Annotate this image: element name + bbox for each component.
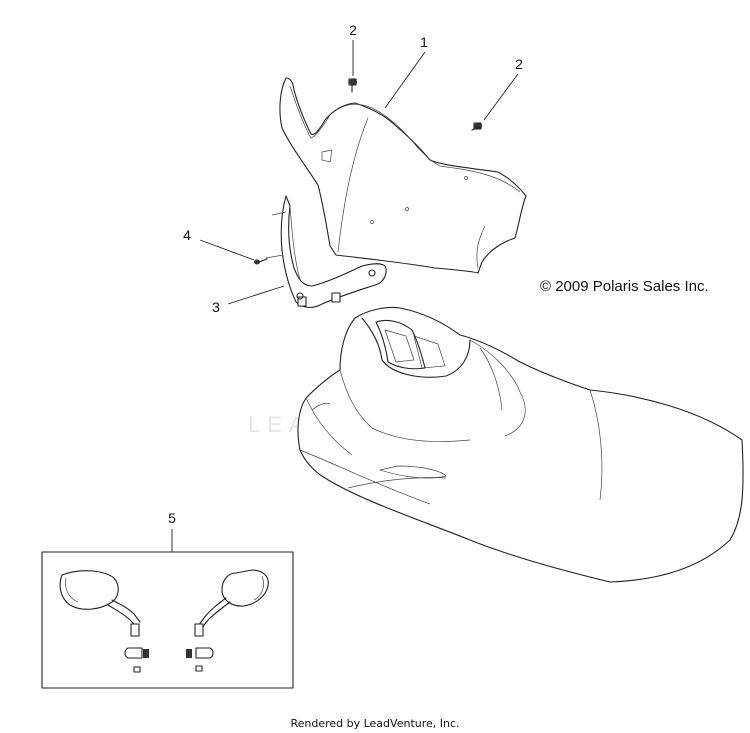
callout-2-right: 2 — [515, 56, 523, 72]
small-screw-part[interactable] — [254, 258, 268, 265]
hood-assembly — [297, 306, 744, 583]
callout-2-left: 2 — [349, 22, 357, 38]
windshield-part[interactable] — [279, 77, 527, 274]
copyright-text: © 2009 Polaris Sales Inc. — [540, 278, 709, 295]
mirror-right — [186, 569, 269, 672]
windshield-bracket-part[interactable] — [265, 195, 387, 309]
callout-3: 3 — [212, 299, 220, 315]
footer-text: Rendered by LeadVenture, Inc. — [290, 717, 459, 730]
screw-part-left[interactable] — [348, 78, 357, 93]
callout-1: 1 — [420, 34, 428, 50]
screw-part-right[interactable] — [471, 122, 482, 131]
callout-4: 4 — [183, 227, 191, 243]
leader-lines — [171, 40, 519, 552]
mirror-kit-part[interactable] — [41, 551, 294, 689]
callout-5: 5 — [168, 510, 176, 526]
mirror-left — [59, 570, 149, 673]
